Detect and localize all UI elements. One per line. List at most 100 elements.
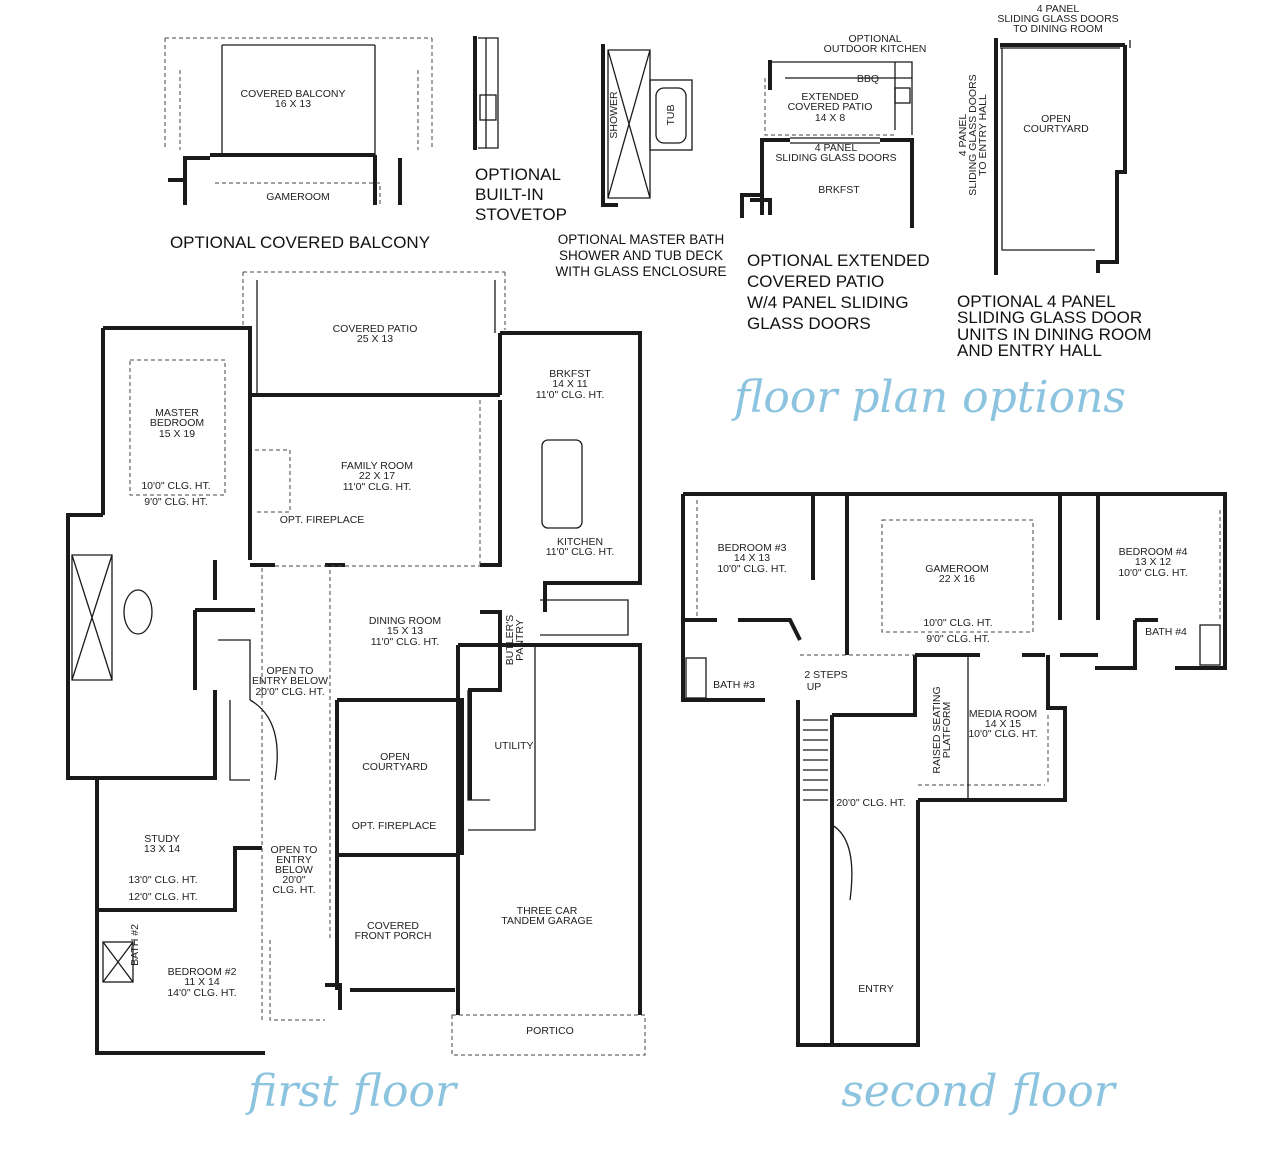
utility-label: UTILITY <box>494 740 533 752</box>
raised-seating-label: PLATFORM <box>941 702 953 758</box>
kitchen-ceiling: 11'0" CLG. HT. <box>546 546 615 558</box>
open-to-entry-lower-label: ENTRY <box>276 854 311 866</box>
first-floor-title: first floor <box>245 1066 459 1117</box>
brkfst-ceiling: 11'0" CLG. HT. <box>536 389 605 401</box>
open-courtyard-label: COURTYARD <box>1023 123 1089 135</box>
bedroom2-label: BEDROOM #2 <box>168 966 237 978</box>
dining-room-size: 15 X 13 <box>387 625 423 637</box>
family-room-ceiling: 11'0" CLG. HT. <box>343 481 412 493</box>
open-to-entry-lower-label: BELOW <box>275 864 313 876</box>
bedroom2-size: 11 X 14 <box>184 976 220 988</box>
option-covered-balcony: COVERED BALCONY 16 X 13 GAMEROOM OPTIONA… <box>164 37 433 252</box>
media-room-size: 14 X 15 <box>985 718 1021 730</box>
open-courtyard-label: OPEN <box>1041 113 1071 125</box>
master-bath-caption-line: OPTIONAL MASTER BATH <box>558 232 725 247</box>
dining-room-ceiling: 11'0" CLG. HT. <box>371 636 440 648</box>
open-to-entry-label: OPEN TO <box>267 665 314 677</box>
media-room-label: MEDIA ROOM <box>969 708 1037 720</box>
bath4-label: BATH #4 <box>1145 626 1187 638</box>
study-size: 13 X 14 <box>144 843 180 855</box>
stovetop-caption-line: BUILT-IN <box>475 185 544 204</box>
open-to-entry-lower-label: CLG. HT. <box>272 884 315 896</box>
second-floor-plan: BEDROOM #3 14 X 13 10'0" CLG. HT. GAMERO… <box>681 492 1227 1047</box>
bedroom3-ceiling: 10'0" CLG. HT. <box>717 563 786 575</box>
brkfst-label: BRKFST <box>818 184 860 196</box>
balcony-room-label: COVERED BALCONY <box>240 88 345 100</box>
sliding-caption-line: OPTIONAL 4 PANEL <box>957 292 1116 311</box>
garage-label: THREE CAR <box>517 905 578 917</box>
dining-room-label: DINING ROOM <box>369 615 441 627</box>
sliding-caption-line: AND ENTRY HALL <box>957 341 1102 360</box>
family-room-label: FAMILY ROOM <box>341 460 413 472</box>
sliding-top-label: 4 PANEL <box>1037 3 1080 15</box>
bbq-label: BBQ <box>857 73 879 85</box>
entry-label: ENTRY <box>858 983 893 995</box>
extended-patio-caption-line: W/4 PANEL SLIDING <box>747 293 909 312</box>
extended-patio-caption-line: COVERED PATIO <box>747 272 884 291</box>
bedroom2-ceiling: 14'0" CLG. HT. <box>167 987 236 999</box>
stair-ceiling: 20'0" CLG. HT. <box>836 797 905 809</box>
sliding-side-label: SLIDING GLASS DOORS <box>967 74 979 195</box>
extended-patio-caption-line: OPTIONAL EXTENDED <box>747 251 930 270</box>
sliding-caption-line: SLIDING GLASS DOOR <box>957 308 1142 327</box>
study-label: STUDY <box>144 833 180 845</box>
sliding-side-label: 4 PANEL <box>957 114 969 157</box>
front-porch-label: FRONT PORCH <box>355 930 432 942</box>
butlers-pantry-label: BUTLER'S <box>504 615 516 665</box>
option-extended-patio: OPTIONAL OUTDOOR KITCHEN BBQ EXTENDED CO… <box>740 33 930 333</box>
tub-label: TUB <box>665 105 677 126</box>
bath2-label: BATH #2 <box>129 924 141 966</box>
covered-patio-size: 25 X 13 <box>357 333 393 345</box>
bedroom4-label: BEDROOM #4 <box>1119 546 1188 558</box>
option-sliding-doors: 4 PANEL SLIDING GLASS DOORS TO DINING RO… <box>957 3 1152 360</box>
sliding-side-label: TO ENTRY HALL <box>977 94 989 176</box>
gameroom-size: 22 X 16 <box>939 573 975 585</box>
first-floor-plan: COVERED PATIO 25 X 13 MASTER BEDROOM 15 … <box>66 271 646 1056</box>
outdoor-kitchen-label: OUTDOOR KITCHEN <box>824 43 927 55</box>
kitchen-label: KITCHEN <box>557 536 603 548</box>
open-to-entry-lower-label: OPEN TO <box>271 844 318 856</box>
study-ceiling: 13'0" CLG. HT. <box>128 874 197 886</box>
second-floor-title: second floor <box>841 1066 1118 1117</box>
portico-label: PORTICO <box>526 1025 574 1037</box>
bedroom4-size: 13 X 12 <box>1135 556 1171 568</box>
master-ceiling: 9'0" CLG. HT. <box>144 496 208 508</box>
fireplace-label: OPT. FIREPLACE <box>280 514 365 526</box>
master-bedroom-size: 15 X 19 <box>159 428 195 440</box>
gameroom-ceiling: 9'0" CLG. HT. <box>926 633 990 645</box>
sliding-caption-line: UNITS IN DINING ROOM <box>957 325 1152 344</box>
option-stovetop: OPTIONAL BUILT-IN STOVETOP <box>473 36 567 224</box>
stovetop-caption-line: OPTIONAL <box>475 165 561 184</box>
open-courtyard-label: OPEN <box>380 751 410 763</box>
outdoor-kitchen-label: OPTIONAL <box>848 33 901 45</box>
balcony-room-size: 16 X 13 <box>275 98 311 110</box>
sliding-doors-label: SLIDING GLASS DOORS <box>775 152 896 164</box>
garage-label: TANDEM GARAGE <box>501 915 592 927</box>
brkfst-size: 14 X 11 <box>552 378 588 390</box>
sliding-top-label: TO DINING ROOM <box>1013 23 1103 35</box>
extended-patio-label: EXTENDED <box>801 91 859 103</box>
master-ceiling: 10'0" CLG. HT. <box>141 480 210 492</box>
family-room-size: 22 X 17 <box>359 470 395 482</box>
covered-patio-label: COVERED PATIO <box>333 323 418 335</box>
front-porch-label: COVERED <box>367 920 419 932</box>
master-bedroom-label: MASTER <box>155 407 199 419</box>
open-to-entry-lower-label: 20'0" <box>282 874 306 886</box>
open-courtyard-label: COURTYARD <box>362 761 428 773</box>
bath3-label: BATH #3 <box>713 679 755 691</box>
balcony-gameroom-label: GAMEROOM <box>266 191 330 203</box>
gameroom-ceiling: 10'0" CLG. HT. <box>923 617 992 629</box>
master-bath-caption-line: SHOWER AND TUB DECK <box>559 248 723 263</box>
open-to-entry-ceiling: 20'0" CLG. HT. <box>255 686 324 698</box>
extended-patio-caption-line: GLASS DOORS <box>747 314 871 333</box>
master-bath-caption-line: WITH GLASS ENCLOSURE <box>555 264 726 279</box>
extended-patio-size: 14 X 8 <box>815 112 846 124</box>
brkfst-label: BRKFST <box>549 368 591 380</box>
sliding-top-label: SLIDING GLASS DOORS <box>997 13 1118 25</box>
steps-label: 2 STEPS <box>804 669 847 681</box>
bedroom3-size: 14 X 13 <box>734 552 770 564</box>
bedroom4-ceiling: 10'0" CLG. HT. <box>1118 567 1187 579</box>
shower-label: SHOWER <box>608 91 620 139</box>
open-to-entry-label: ENTRY BELOW <box>252 675 328 687</box>
